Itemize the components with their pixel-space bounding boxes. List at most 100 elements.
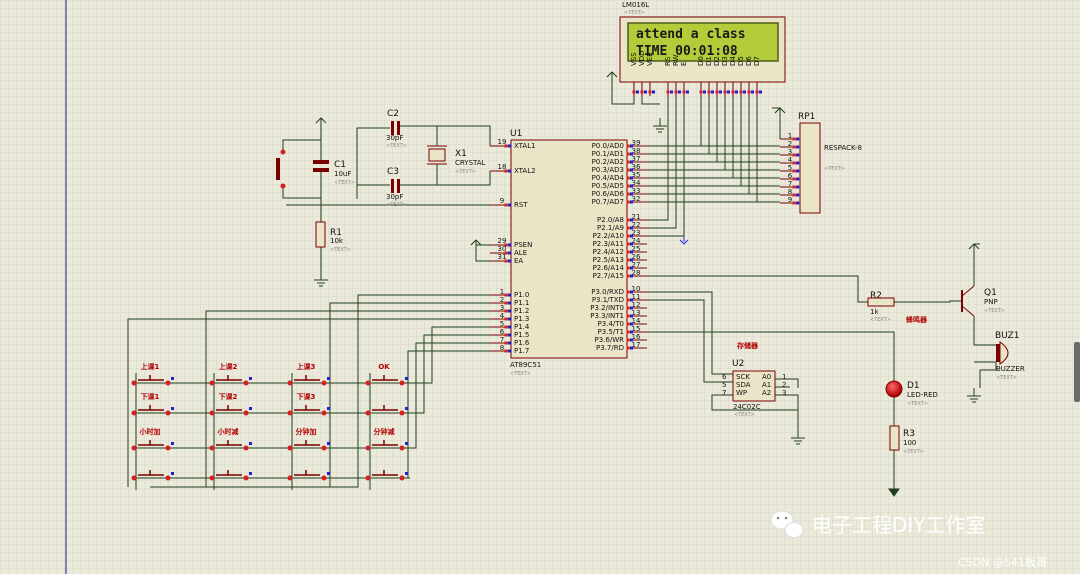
keypad-button[interactable]	[131, 470, 175, 481]
keypad-button[interactable]	[209, 470, 253, 481]
pin-dot	[504, 169, 508, 173]
reset-switch[interactable]	[276, 149, 286, 189]
keypad-button[interactable]: 小时减	[209, 427, 253, 451]
pin-dot	[626, 144, 630, 148]
pin-dot	[249, 407, 252, 410]
c3-value: 30pF	[386, 193, 403, 201]
pin-dot	[792, 201, 796, 205]
capacitor-c3[interactable]: C3 30pF <TEXT>	[386, 167, 407, 208]
p1-4-wire	[410, 326, 490, 384]
wechat-icon	[770, 510, 804, 538]
pin-dot	[792, 137, 796, 141]
pin-dot	[796, 193, 799, 197]
keypad-button[interactable]: 小时加	[131, 427, 175, 451]
pin-dot	[249, 472, 252, 475]
led-wire	[647, 331, 895, 381]
u2-pin-num-2: 2	[782, 381, 786, 389]
crystal-x1[interactable]: X1 CRYSTAL <TEXT>	[427, 145, 486, 175]
keypad-button[interactable]	[287, 470, 331, 481]
keypad-button[interactable]	[365, 470, 409, 481]
p1-0-wire	[150, 294, 490, 488]
resistor-r3[interactable]: R3 100 <TEXT>	[889, 425, 924, 455]
capacitor-c1[interactable]: C1 10uF <TEXT>	[313, 160, 355, 186]
button-contact	[365, 380, 371, 386]
u2-pin-num-3: 3	[782, 389, 786, 397]
rp1-pin-number: 2	[788, 140, 792, 148]
button-contact	[287, 380, 293, 386]
pin-dot	[626, 298, 630, 302]
button-contact	[131, 410, 137, 416]
mcu-pin-label: ALE	[514, 249, 527, 257]
keypad-button[interactable]: 分钟加	[287, 427, 331, 451]
pin-dot	[508, 169, 511, 173]
keypad-button-label: 分钟加	[296, 427, 317, 436]
mcu-pin-number: 38	[632, 147, 641, 155]
keypad-button[interactable]: OK	[365, 363, 409, 386]
button-contact	[321, 410, 327, 416]
pin-dot	[626, 192, 630, 196]
mcu-pin-number: 21	[632, 213, 641, 221]
u2-ref: U2	[732, 359, 744, 369]
capacitor-c2[interactable]: C2 30pF <TEXT>	[386, 109, 407, 149]
led-d1[interactable]: D1 LED-RED <TEXT>	[885, 380, 938, 407]
keypad-button[interactable]: 上课1	[131, 362, 175, 386]
mcu-pin-number: 5	[500, 320, 504, 328]
pin-dot	[796, 201, 799, 205]
mcu-pin-number: 8	[500, 344, 504, 352]
keypad-button[interactable]: 分钟减	[365, 427, 409, 451]
q1-ref: Q1	[984, 288, 997, 298]
pin-dot	[648, 90, 652, 94]
button-matrix[interactable]: 上课1 上课2 上课3 OK 下课1 下课2 下课3 小时加 小时减 分钟加 分钟减	[131, 362, 409, 481]
eeprom-u2[interactable]: 存储器 U2 SCK SDA WP A0 A1 A2 6 5 7 1 2 3 2…	[722, 341, 786, 418]
button-contact	[243, 445, 249, 451]
u2-pin-a1: A1	[762, 381, 771, 389]
pin-dot	[504, 349, 508, 353]
lcd-lm016l[interactable]: LM016L <TEXT> attend a class TIME 00:01:…	[619, 1, 786, 96]
mcu-pin-label: P2.4/A12	[593, 248, 624, 256]
pin-dot	[630, 250, 633, 254]
mcu-pin-label: P0.2/AD2	[592, 158, 624, 166]
mcu-pin-label: P0.6/AD6	[592, 190, 625, 198]
p1-1-wire	[329, 302, 490, 487]
keypad-button[interactable]: 上课3	[287, 362, 331, 386]
buzzer-buz1[interactable]: BUZ1 BUZZER <TEXT>	[995, 331, 1025, 381]
pin-dot	[504, 301, 508, 305]
pin-dot	[626, 290, 630, 294]
mcu-pin-number: 15	[632, 325, 641, 333]
keypad-button-label: 上课2	[219, 362, 238, 371]
pin-dot	[508, 203, 511, 207]
transistor-q1[interactable]: Q1 PNP <TEXT>	[961, 285, 1005, 317]
keypad-button[interactable]	[365, 405, 409, 416]
u2-text-tag: <TEXT>	[734, 412, 755, 418]
button-contact	[287, 475, 293, 481]
pin-dot	[327, 472, 330, 475]
rp1-pin-number: 3	[788, 148, 792, 156]
pin-dot	[626, 160, 630, 164]
keypad-button[interactable]: 下课1	[131, 392, 175, 416]
keypad-button-label: 分钟减	[374, 427, 395, 436]
keypad-button[interactable]: 下课3	[287, 392, 331, 416]
reset-switch-wire	[282, 139, 321, 199]
power-symbols	[314, 71, 981, 497]
button-contact	[165, 410, 171, 416]
u2-address-wire	[775, 378, 799, 430]
lcd-vss-wire	[611, 72, 635, 105]
mcu-pin-label: P2.2/A10	[593, 232, 624, 240]
button-contact	[209, 445, 215, 451]
keypad-button[interactable]: 上课2	[209, 362, 253, 386]
keypad-button[interactable]: 下课2	[209, 392, 253, 416]
r3-value: 100	[903, 439, 916, 447]
scrollbar-handle[interactable]	[1074, 342, 1080, 402]
resistor-r1[interactable]: R1 10k <TEXT>	[315, 221, 351, 253]
pin-dot	[626, 274, 630, 278]
button-contact	[209, 475, 215, 481]
pin-dot	[327, 377, 330, 380]
buz1-ref: BUZ1	[995, 331, 1020, 341]
mcu-pin-number: 22	[632, 221, 641, 229]
pin-dot	[796, 161, 799, 165]
resistor-r2[interactable]: R2 1k <TEXT>	[867, 291, 895, 323]
mcu-pin-number: 11	[632, 293, 641, 301]
